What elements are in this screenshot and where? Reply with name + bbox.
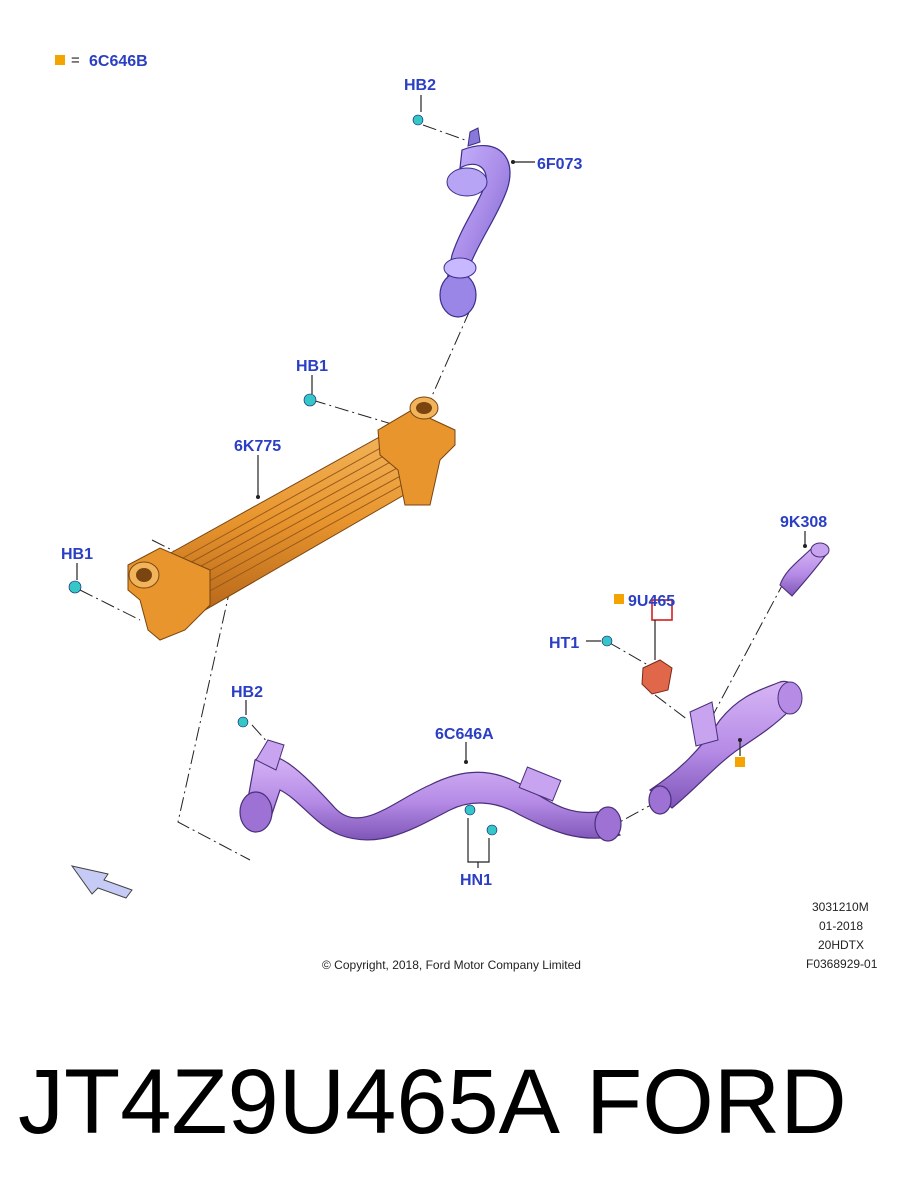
bolt-hb2-low-icon <box>237 716 249 728</box>
highlight-box <box>651 599 673 621</box>
meta-model: 20HDTX <box>818 938 864 952</box>
label-6c646a[interactable]: 6C646A <box>435 726 494 743</box>
leader-lines <box>76 95 807 868</box>
label-9k308[interactable]: 9K308 <box>780 514 827 531</box>
meta-ref: F0368929-01 <box>806 957 878 971</box>
part-labels: HB2 6F073 HB1 6K775 HB1 9K308 9U465 HT1 … <box>61 77 827 889</box>
view-arrow-icon <box>70 865 133 899</box>
legend-marker-9u465-icon <box>614 594 624 604</box>
nut-hn1-a-icon <box>464 804 476 816</box>
legend-marker-icon <box>735 757 745 767</box>
bolt-ht1-icon <box>601 635 613 647</box>
hose-6f073[interactable] <box>439 127 511 318</box>
label-9u465[interactable]: 9U465 <box>628 593 675 610</box>
meta-date: 01-2018 <box>819 919 863 933</box>
hose-9k308[interactable] <box>779 542 830 597</box>
label-6k775[interactable]: 6K775 <box>234 438 281 455</box>
label-hn1[interactable]: HN1 <box>460 872 492 889</box>
bolt-hb1-mid-icon <box>303 393 317 407</box>
legend-code: 6C646B <box>89 53 148 70</box>
label-hb2-low[interactable]: HB2 <box>231 684 263 701</box>
fastener-icons <box>68 114 613 836</box>
legend: = 6C646B <box>55 52 148 70</box>
meta-block: 3031210M 01-2018 20HDTX F0368929-01 © Co… <box>322 900 878 972</box>
parts-diagram: = 6C646B <box>55 52 878 972</box>
intercooler-6k775[interactable] <box>127 396 456 641</box>
copyright: © Copyright, 2018, Ford Motor Company Li… <box>322 958 581 972</box>
meta-code: 3031210M <box>812 900 869 914</box>
nut-hn1-b-icon <box>486 824 498 836</box>
label-6f073[interactable]: 6F073 <box>537 156 582 173</box>
label-hb2-top[interactable]: HB2 <box>404 77 436 94</box>
label-hb1-mid[interactable]: HB1 <box>296 358 328 375</box>
label-hb1-left[interactable]: HB1 <box>61 546 93 563</box>
brand-name: FORD <box>586 1051 847 1153</box>
label-ht1[interactable]: HT1 <box>549 635 579 652</box>
bolt-hb2-top-icon <box>412 114 424 126</box>
legend-equals: = <box>71 52 80 69</box>
part-number: JT4Z9U465A <box>18 1051 561 1153</box>
duct-6c646b[interactable] <box>648 680 803 815</box>
duct-6c646a[interactable] <box>239 739 622 842</box>
bolt-hb1-left-icon <box>68 580 82 594</box>
sensor-9u465[interactable] <box>641 599 673 695</box>
legend-symbol-icon <box>55 55 65 65</box>
